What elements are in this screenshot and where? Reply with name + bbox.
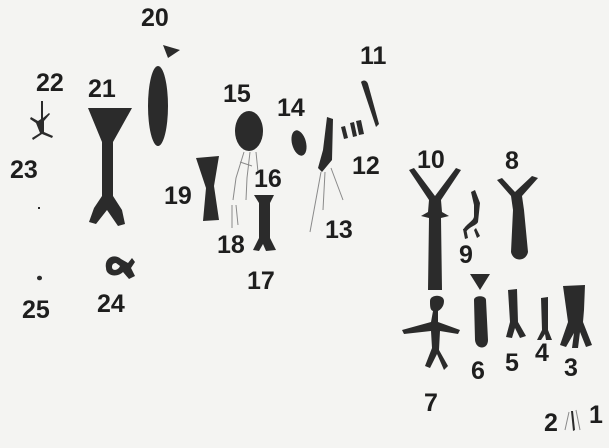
label-8: 8 [505, 149, 519, 174]
label-23: 23 [10, 158, 38, 183]
figure-11 [361, 81, 379, 127]
figure-13 [310, 117, 343, 232]
figure-8 [497, 176, 538, 260]
label-15: 15 [223, 82, 251, 107]
figure-1-2 [565, 410, 580, 431]
label-18: 18 [217, 233, 245, 258]
label-16: 16 [254, 167, 282, 192]
label-19: 19 [164, 184, 192, 209]
label-6: 6 [471, 359, 485, 384]
figure-14 [289, 129, 309, 158]
figure-6 [470, 274, 490, 348]
figure-22-23 [30, 101, 53, 140]
label-3: 3 [564, 356, 578, 381]
figure-17 [253, 195, 276, 251]
label-1: 1 [589, 403, 603, 428]
label-4: 4 [535, 341, 549, 366]
label-24: 24 [97, 292, 125, 317]
figure-9 [463, 190, 480, 239]
label-14: 14 [277, 96, 305, 121]
figure-19 [196, 156, 219, 221]
label-12: 12 [352, 154, 380, 179]
figure-5 [506, 289, 526, 338]
label-9: 9 [459, 243, 473, 268]
figure-15 [235, 111, 263, 151]
figure-3 [560, 285, 592, 348]
figure-7 [402, 296, 460, 370]
figure-21 [88, 108, 132, 226]
figure-24 [106, 256, 135, 279]
label-11: 11 [360, 44, 386, 69]
label-5: 5 [505, 351, 519, 376]
figure-20 [148, 45, 180, 146]
label-2: 2 [544, 411, 558, 436]
figure-10 [409, 168, 461, 290]
figure-25 [37, 207, 42, 280]
label-10: 10 [417, 148, 445, 173]
label-13: 13 [325, 218, 353, 243]
label-17: 17 [247, 269, 275, 294]
label-7: 7 [424, 391, 438, 416]
label-25: 25 [22, 298, 50, 323]
label-21: 21 [88, 77, 116, 102]
label-20: 20 [141, 6, 169, 31]
figure-12 [341, 120, 364, 139]
figure-4 [537, 297, 552, 340]
label-22: 22 [36, 71, 64, 96]
